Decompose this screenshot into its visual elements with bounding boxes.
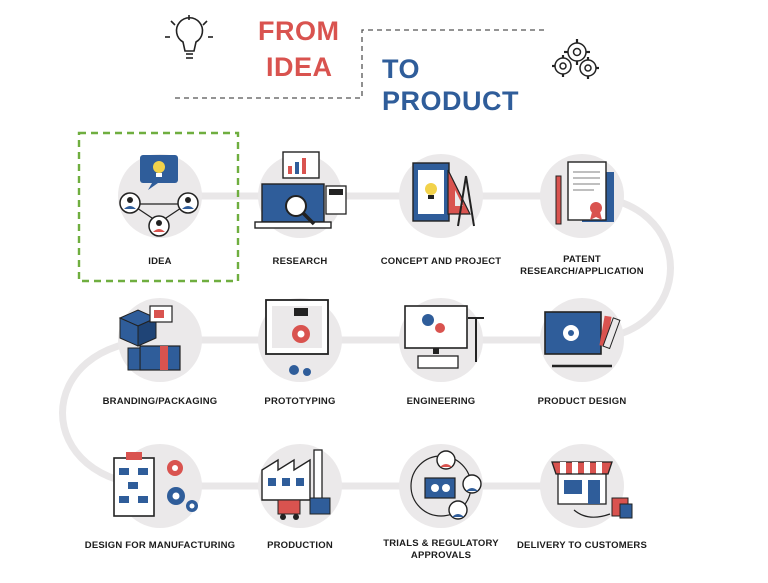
idea-highlight-box <box>77 131 240 283</box>
patent-document-icon <box>555 161 614 225</box>
step-label-branding: BRANDING/PACKAGING <box>102 396 218 407</box>
step-label-product-design: PRODUCT DESIGN <box>537 396 627 407</box>
trials-people-icon <box>410 450 482 520</box>
factory-forklift-icon <box>261 449 331 520</box>
step-label-production: PRODUCTION <box>267 540 333 551</box>
gears-outline-icon <box>552 39 599 79</box>
idea-people-icon <box>119 155 199 237</box>
lightbulb-outline-icon <box>165 15 213 59</box>
packaging-boxes-icon <box>118 305 181 371</box>
step-label-engineering: ENGINEERING <box>406 396 476 407</box>
engineering-computer-icon <box>404 305 484 369</box>
design-monitor-icon <box>544 311 621 368</box>
step-label-delivery: DELIVERY TO CUSTOMERS <box>516 540 647 551</box>
flowchart-gears-icon <box>113 452 198 517</box>
storefront-icon <box>551 461 633 519</box>
title-from: FROM <box>258 16 340 46</box>
step-label-dfm: DESIGN FOR MANUFACTURING <box>84 540 236 551</box>
step-label-patent: PATENT RESEARCH/APPLICATION <box>520 254 644 277</box>
clipboard-concept-icon <box>412 162 475 227</box>
step-label-prototyping: PROTOTYPING <box>264 396 336 407</box>
step-label-idea: IDEA <box>148 256 172 267</box>
step-label-concept: CONCEPT AND PROJECT <box>380 256 502 267</box>
title-to: TO <box>382 54 421 84</box>
title-dashed-connector <box>175 29 545 99</box>
step-label-trials: TRIALS & REGULATORY APPROVALS <box>383 538 499 561</box>
step-label-research: RESEARCH <box>272 256 328 267</box>
3d-printer-icon <box>265 299 329 376</box>
title-product: PRODUCT <box>382 86 519 116</box>
laptop-research-icon <box>254 151 347 229</box>
title-idea: IDEA <box>266 52 333 82</box>
